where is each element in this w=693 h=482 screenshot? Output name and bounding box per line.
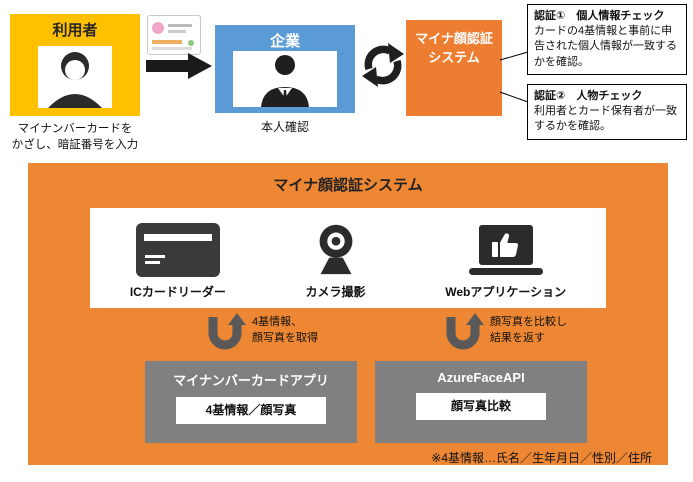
module-title: AzureFaceAPI bbox=[437, 370, 525, 385]
panel-note: ※4基情報…氏名／生年月日／性別／住所 bbox=[431, 451, 652, 465]
card-art-textline bbox=[168, 30, 186, 33]
component-label: カメラ撮影 bbox=[305, 285, 366, 299]
card-art-dot bbox=[188, 40, 194, 46]
card-art-textline bbox=[168, 24, 192, 27]
user-icon-frame bbox=[38, 46, 112, 108]
callout-auth1-body: カードの4基情報と事前に申告された個人情報が一致するかを確認。 bbox=[534, 25, 677, 68]
component-label: Webアプリケーション bbox=[445, 285, 567, 299]
callout-auth2-title: 認証② 人物チェック bbox=[534, 90, 643, 102]
flow-text-compare: 顔写真を比較し 結果を返す bbox=[490, 316, 567, 344]
component-ic-card-reader: ICカードリーダー bbox=[130, 217, 226, 300]
businessman-icon bbox=[261, 55, 309, 107]
flow-text-acquire: 4基情報、 顔写真を取得 bbox=[252, 316, 318, 344]
user-box: 利用者 bbox=[10, 14, 140, 116]
system-panel: マイナ顔認証システム ICカードリーダー bbox=[28, 163, 668, 465]
system-box: マイナ顔認証 システム bbox=[406, 20, 502, 116]
u-turn-arrow-left-icon bbox=[208, 313, 246, 350]
module-mynumber-card-app: マイナンバーカードアプリ 4基情報／顔写真 bbox=[145, 361, 357, 443]
card-art-stripe bbox=[152, 40, 182, 44]
component-camera: カメラ撮影 bbox=[306, 217, 366, 300]
component-label: ICカードリーダー bbox=[129, 285, 226, 299]
webcam-icon bbox=[307, 217, 365, 277]
callout-auth2: 認証② 人物チェック 利用者とカード保有者が一致するかを確認。 bbox=[527, 84, 687, 140]
component-web-application: Webアプリケーション bbox=[445, 217, 566, 300]
module-title: マイナンバーカードアプリ bbox=[173, 373, 329, 388]
ic-card-reader-icon bbox=[135, 217, 220, 277]
laptop-thumbs-up-icon bbox=[461, 217, 551, 277]
callout-pointer-lines bbox=[499, 51, 529, 103]
user-caption: マイナンバーカードを かざし、暗証番号を入力 bbox=[11, 123, 139, 152]
module-detail: 4基情報／顔写真 bbox=[176, 397, 326, 424]
mynumber-card-image bbox=[147, 15, 201, 55]
callout-auth2-body: 利用者とカード保有者が一致するかを確認。 bbox=[534, 105, 677, 133]
callout-auth1: 認証① 個人情報チェック カードの4基情報と事前に申告された個人情報が一致するか… bbox=[527, 4, 687, 75]
card-art-character bbox=[152, 22, 164, 34]
arrow-right-icon bbox=[146, 53, 212, 79]
company-label: 企業 bbox=[269, 33, 300, 50]
cycle-arrows-icon bbox=[362, 43, 404, 87]
u-turn-arrow-right-icon bbox=[446, 313, 484, 350]
callout-auth1-title: 認証① 個人情報チェック bbox=[534, 10, 665, 22]
card-art-textline bbox=[152, 47, 192, 50]
module-detail: 顔写真比較 bbox=[416, 393, 546, 420]
module-azure-face-api: AzureFaceAPI 顔写真比較 bbox=[375, 361, 587, 443]
components-box: ICカードリーダー カメラ撮影 bbox=[90, 208, 606, 308]
company-icon-frame bbox=[233, 51, 337, 107]
system-label: マイナ顔認証 システム bbox=[415, 31, 493, 65]
company-caption: 本人確認 bbox=[260, 120, 309, 134]
panel-title: マイナ顔認証システム bbox=[273, 177, 423, 194]
person-icon bbox=[48, 52, 102, 108]
company-box: 企業 bbox=[215, 25, 355, 113]
user-label: 利用者 bbox=[52, 22, 98, 39]
